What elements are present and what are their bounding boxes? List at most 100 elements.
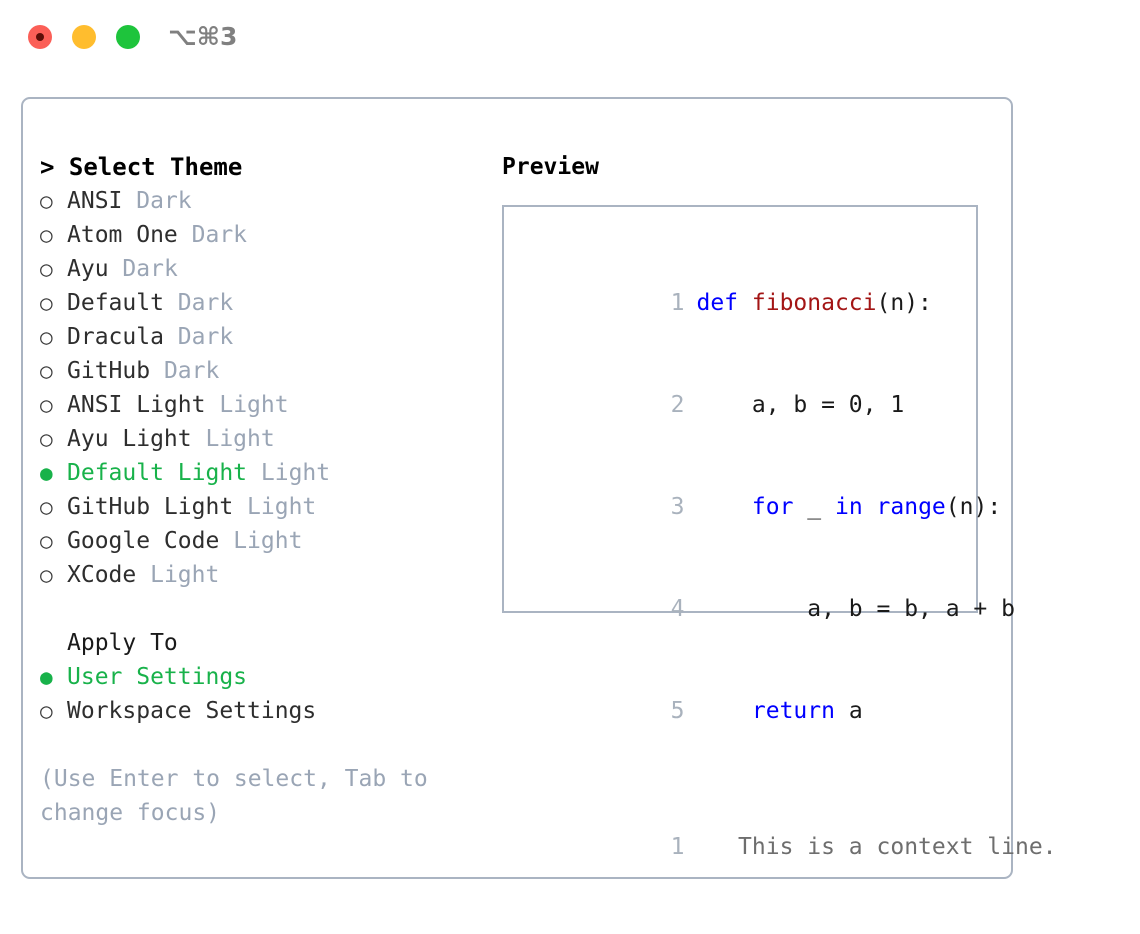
radio-icon: ○: [40, 699, 53, 723]
theme-label: Default: [67, 290, 164, 316]
theme-list-item[interactable]: ○ Ayu Dark: [40, 252, 490, 286]
line-number: 1: [670, 290, 685, 316]
code-token: for: [751, 494, 794, 520]
code-line: 1 def fibonacci(n):: [524, 252, 976, 354]
code-token: a, b = b, a + b: [696, 596, 1015, 622]
line-number: 5: [670, 698, 685, 724]
apply-to-options: ● User Settings ○ Workspace Settings: [40, 660, 490, 728]
theme-list-item[interactable]: ○ GitHub Light Light: [40, 490, 490, 524]
theme-suffix: Light: [219, 392, 289, 418]
code-token: (n):: [945, 494, 1002, 520]
diff-line-deleted: 2 - This line was deleted.: [524, 898, 976, 934]
keyboard-shortcut-label: ⌥⌘3: [168, 22, 238, 51]
code-token: (n):: [876, 290, 932, 316]
theme-list: ○ ANSI Dark ○ Atom One Dark ○ Ayu Dark ○…: [40, 184, 490, 592]
code-token: _: [793, 494, 835, 520]
theme-list-item[interactable]: ○ Ayu Light Light: [40, 422, 490, 456]
radio-icon: ○: [40, 223, 53, 247]
diff-line-context: 1 This is a context line.: [524, 796, 1057, 898]
theme-suffix: Dark: [177, 290, 234, 316]
code-token: fibonacci: [751, 290, 877, 316]
apply-to-heading: Apply To: [67, 630, 178, 656]
line-number: 1: [670, 834, 685, 860]
code-token: [696, 698, 751, 724]
code-line: 4 a, b = b, a + b: [524, 558, 1015, 660]
radio-icon: ○: [40, 393, 53, 417]
line-number: 2: [670, 392, 685, 418]
theme-list-item[interactable]: ○ XCode Light: [40, 558, 490, 592]
code-line: 3 for _ in range(n):: [524, 456, 1002, 558]
theme-label: ANSI: [67, 188, 123, 214]
theme-label: Google Code: [67, 528, 220, 554]
code-gap: [524, 762, 976, 796]
radio-icon: ○: [40, 427, 53, 451]
content-panel: > Select Theme ○ ANSI Dark ○ Atom One Da…: [21, 97, 1057, 879]
theme-label: GitHub Light: [67, 494, 234, 520]
theme-suffix: Dark: [136, 188, 192, 214]
radio-icon: ○: [40, 291, 53, 315]
theme-suffix: Dark: [191, 222, 248, 248]
radio-icon: ○: [40, 257, 53, 281]
theme-suffix: Light: [205, 426, 275, 452]
theme-suffix: Dark: [177, 324, 234, 350]
code-token: [863, 494, 877, 520]
radio-icon: ○: [40, 189, 53, 213]
theme-label: Default Light: [67, 460, 248, 486]
close-button[interactable]: [28, 25, 52, 49]
code-token: [696, 494, 751, 520]
theme-list-item[interactable]: ○ Dracula Dark: [40, 320, 490, 354]
code-token: return: [751, 698, 835, 724]
theme-label: Ayu: [67, 256, 109, 282]
theme-selector-column: > Select Theme ○ ANSI Dark ○ Atom One Da…: [40, 150, 490, 830]
theme-list-item[interactable]: ○ ANSI Dark: [40, 184, 490, 218]
theme-label: Dracula: [67, 324, 164, 350]
theme-list-item-selected[interactable]: ● Default Light Light: [40, 456, 490, 490]
radio-icon-selected: ●: [40, 665, 53, 689]
select-theme-header: > Select Theme: [40, 153, 243, 181]
code-line: 5 return a: [524, 660, 976, 762]
theme-suffix: Dark: [122, 256, 178, 282]
theme-list-item[interactable]: ○ GitHub Dark: [40, 354, 490, 388]
radio-icon: ○: [40, 529, 53, 553]
radio-icon: ○: [40, 563, 53, 587]
theme-list-item[interactable]: ○ ANSI Light Light: [40, 388, 490, 422]
theme-suffix: Dark: [163, 358, 220, 384]
preview-heading: Preview: [502, 154, 599, 180]
theme-label: ANSI Light: [67, 392, 206, 418]
code-token: in: [834, 494, 863, 520]
theme-list-item[interactable]: ○ Atom One Dark: [40, 218, 490, 252]
apply-to-label: User Settings: [67, 664, 248, 690]
title-bar: ⌥⌘3: [0, 0, 1140, 78]
theme-suffix: Light: [233, 528, 303, 554]
keyboard-hint-text: (Use Enter to select, Tab to change focu…: [40, 766, 442, 826]
radio-icon: ○: [40, 359, 53, 383]
theme-list-item[interactable]: ○ Google Code Light: [40, 524, 490, 558]
theme-list-item[interactable]: ○ Default Dark: [40, 286, 490, 320]
apply-to-option[interactable]: ○ Workspace Settings: [40, 694, 490, 728]
code-token: a: [834, 698, 863, 724]
theme-suffix: Light: [247, 494, 317, 520]
theme-label: Atom One: [67, 222, 178, 248]
diff-text: This is a context line.: [696, 834, 1057, 860]
spacer: [40, 592, 490, 626]
theme-label: XCode: [67, 562, 137, 588]
spacer: [40, 728, 490, 762]
minimize-button[interactable]: [72, 25, 96, 49]
theme-label: Ayu Light: [67, 426, 192, 452]
theme-suffix: Light: [260, 460, 331, 486]
apply-to-label: Workspace Settings: [67, 698, 317, 724]
line-number: 4: [670, 596, 685, 622]
code-token: a, b = 0, 1: [696, 392, 905, 418]
line-number: 3: [670, 494, 685, 520]
radio-icon: ○: [40, 325, 53, 349]
theme-suffix: Light: [150, 562, 220, 588]
maximize-button[interactable]: [116, 25, 140, 49]
code-line: 2 a, b = 0, 1: [524, 354, 976, 456]
code-token: def: [696, 290, 752, 316]
theme-label: GitHub: [67, 358, 151, 384]
radio-icon-selected: ●: [40, 461, 53, 485]
apply-to-option-selected[interactable]: ● User Settings: [40, 660, 490, 694]
